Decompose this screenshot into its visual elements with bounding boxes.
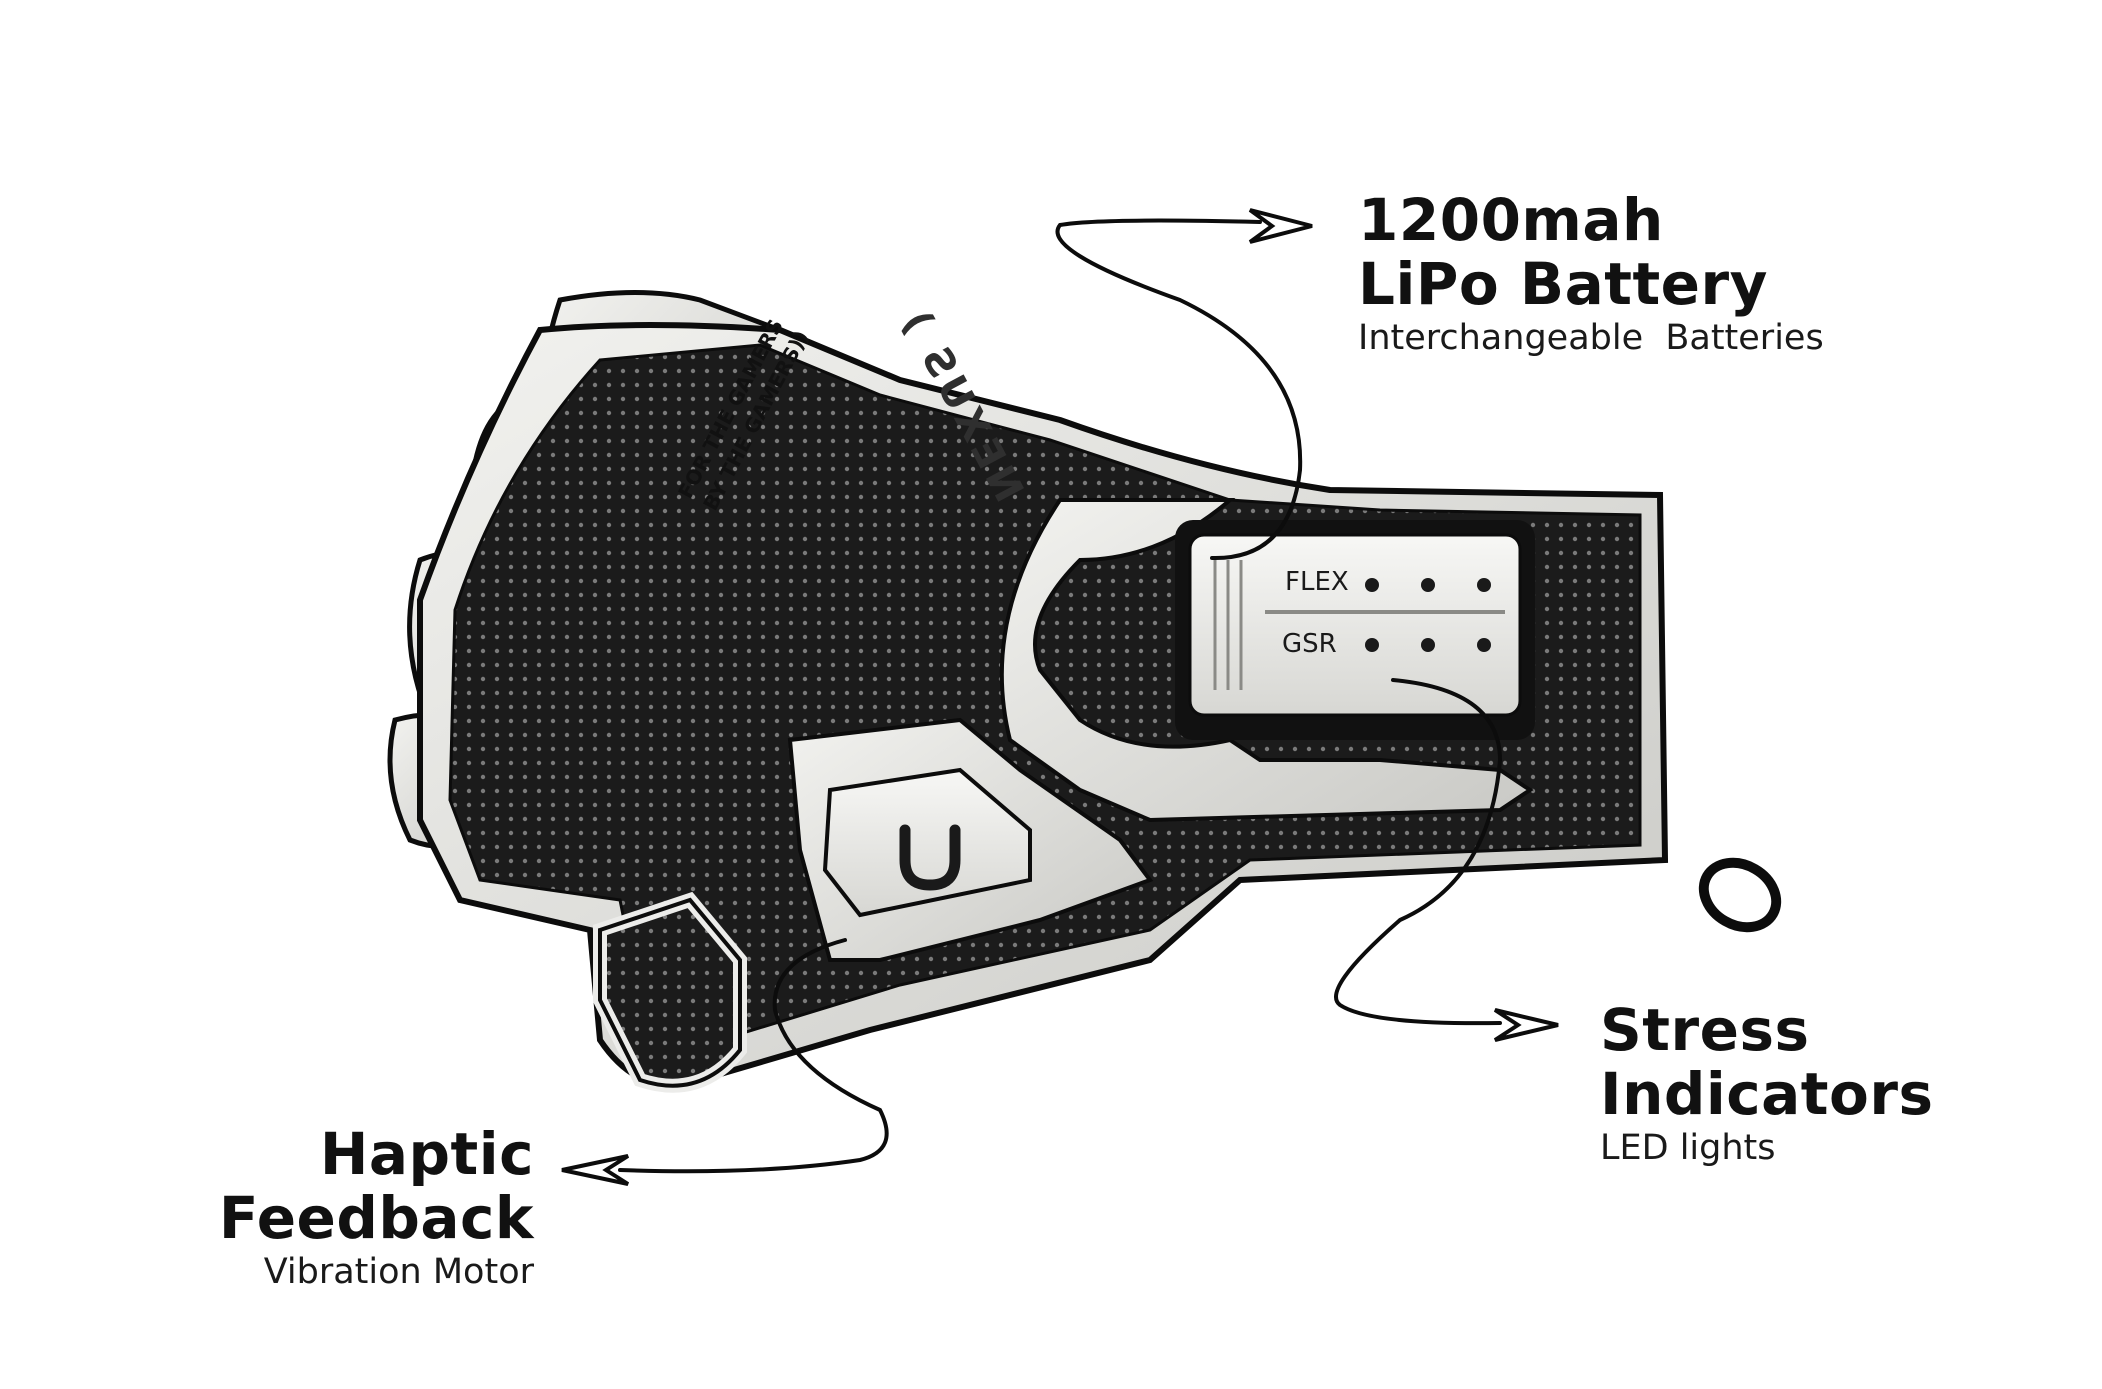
led-indicator xyxy=(1365,578,1379,592)
battery-leader-line xyxy=(1055,218,1303,561)
brand-logo-icon xyxy=(899,824,961,891)
glove-body xyxy=(387,290,1782,1093)
led-indicator xyxy=(1421,638,1435,652)
battery-arrow-icon xyxy=(1248,208,1313,244)
callout-leaders xyxy=(561,208,1559,1186)
battery-title-line2: LiPo Battery xyxy=(1358,250,1768,318)
battery-callout: 1200mah LiPo Battery Interchangeable Bat… xyxy=(1358,188,1824,360)
haptic-leader-line xyxy=(618,938,889,1174)
stress-title-line1: Stress xyxy=(1600,996,1810,1064)
haptic-module xyxy=(822,767,1032,918)
stress-subtitle: LED lights xyxy=(1600,1128,1776,1168)
haptic-subtitle: Vibration Motor xyxy=(263,1252,534,1292)
battery-housing xyxy=(1188,533,1522,717)
stress-title-line2: Indicators xyxy=(1600,1060,1934,1128)
stress-callout: Stress Indicators LED lights xyxy=(1600,998,1934,1170)
battery-title-line1: 1200mah xyxy=(1358,186,1664,254)
haptic-title-line2: Feedback xyxy=(218,1184,534,1252)
wrist-loop xyxy=(1698,857,1782,933)
battery-subtitle: Interchangeable Batteries xyxy=(1358,318,1824,358)
stress-arrow-icon xyxy=(1493,1008,1559,1042)
led-indicator xyxy=(1477,578,1491,592)
sensor-label-gsr: GSR xyxy=(1282,629,1337,659)
sensor-module: FLEX GSR xyxy=(1175,520,1535,740)
stress-leader-line xyxy=(1334,678,1503,1026)
haptic-title-line1: Haptic xyxy=(319,1120,534,1188)
palm-trim xyxy=(999,498,1534,823)
haptic-callout: Haptic Feedback Vibration Motor xyxy=(219,1122,534,1294)
led-indicator xyxy=(1421,578,1435,592)
led-indicator xyxy=(1365,638,1379,652)
led-indicator xyxy=(1477,638,1491,652)
haptic-arrow-icon xyxy=(561,1154,630,1186)
sensor-label-flex: FLEX xyxy=(1285,567,1349,597)
